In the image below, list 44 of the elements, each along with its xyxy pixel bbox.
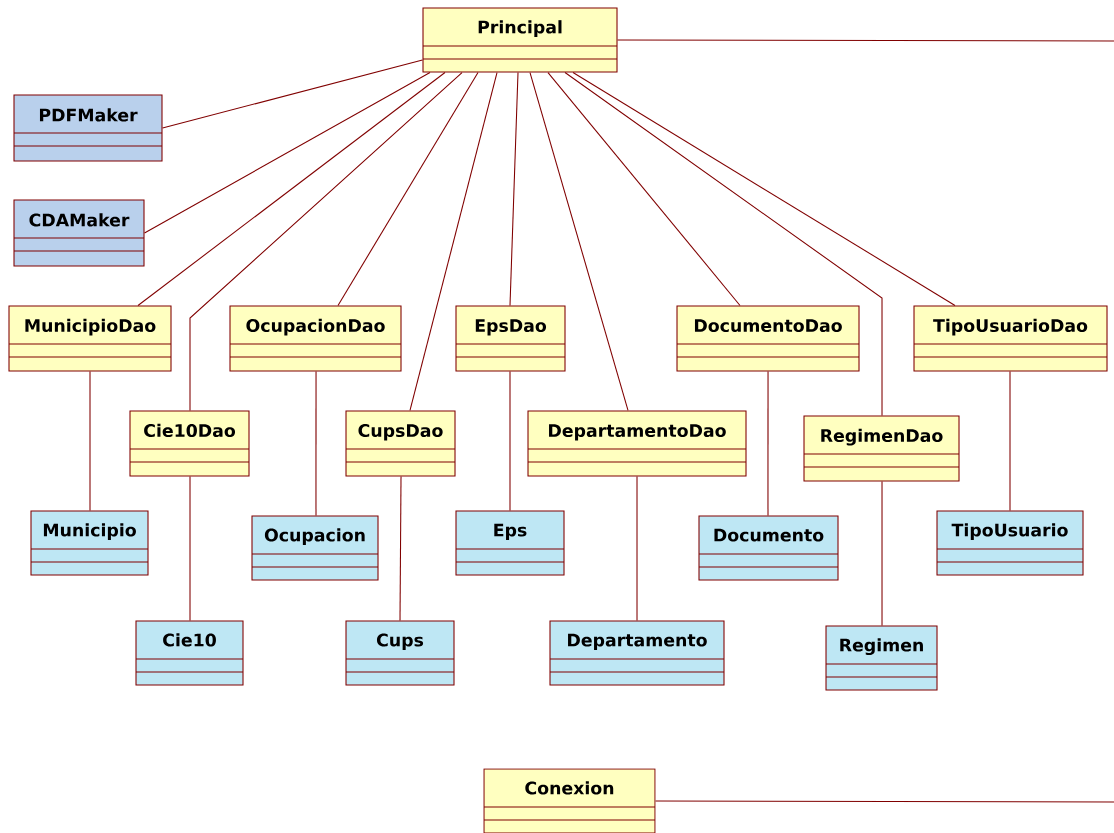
class-box: PDFMaker (13, 94, 163, 162)
association-line (529, 72, 629, 411)
association-line (189, 72, 463, 411)
class-box: RegimenDao (803, 415, 960, 482)
association-line (399, 476, 402, 621)
association-line (1009, 371, 1011, 511)
association-line (636, 476, 638, 621)
class-box: TipoUsuario (936, 510, 1084, 576)
association-line (315, 371, 317, 516)
class-box: EpsDao (455, 305, 566, 372)
association-line (337, 72, 479, 306)
class-box: TipoUsuarioDao (913, 305, 1108, 372)
association-line (144, 72, 431, 234)
class-box: Cups (345, 620, 455, 686)
association-line (409, 72, 498, 411)
class-box: CupsDao (345, 410, 456, 477)
association-line (572, 72, 956, 306)
class-box: MunicipioDao (8, 305, 172, 372)
association-line (189, 476, 191, 621)
class-box: Ocupacion (251, 515, 379, 581)
class-box: Documento (698, 515, 839, 581)
class-box: Principal (422, 7, 618, 73)
association-line (547, 72, 741, 306)
class-box: DocumentoDao (676, 305, 860, 372)
class-box: Departamento (549, 620, 725, 686)
association-line (509, 371, 511, 511)
association-line (89, 371, 91, 511)
class-box: Eps (455, 510, 565, 576)
association-line (509, 72, 519, 306)
association-line (564, 72, 883, 416)
association-line (655, 800, 1114, 803)
class-box: DepartamentoDao (527, 410, 747, 477)
class-box: Municipio (30, 510, 149, 576)
association-line (881, 481, 883, 626)
association-line (767, 371, 769, 516)
class-box: OcupacionDao (229, 305, 402, 372)
class-box: Cie10Dao (129, 410, 250, 477)
association-line (617, 39, 1114, 42)
class-box: Cie10 (135, 620, 244, 686)
association-line (162, 59, 423, 129)
class-box: Regimen (825, 625, 938, 691)
class-box: CDAMaker (13, 199, 145, 267)
class-box: Conexion (483, 768, 656, 833)
association-line (137, 72, 446, 306)
